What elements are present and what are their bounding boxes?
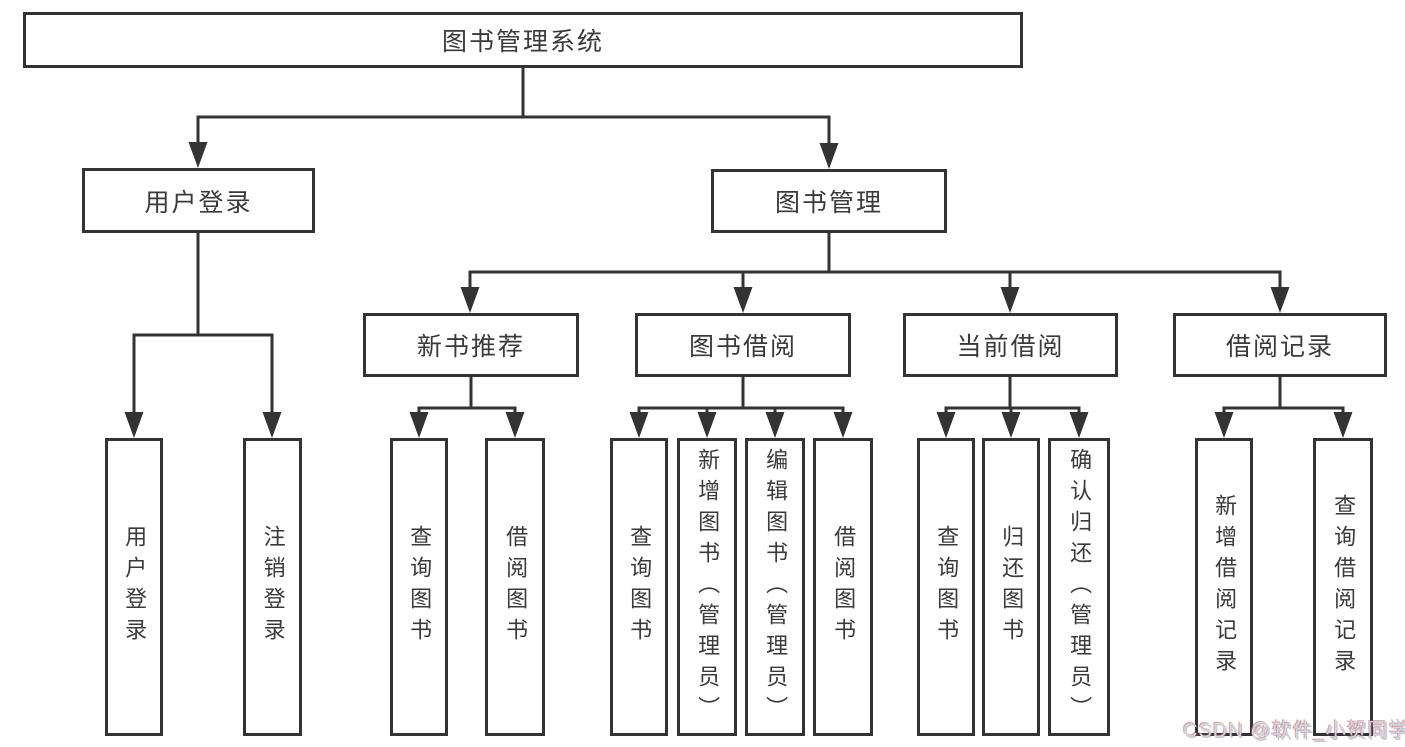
leaf-edit-books-admin: 编辑图书（管理员） (745, 438, 805, 736)
leaf-user-login-label: 用户登录 (122, 525, 148, 649)
leaf-query-books-borrow-label: 查询图书 (627, 525, 653, 649)
leaf-borrow-books-label: 借阅图书 (831, 525, 857, 649)
node-user-login: 用户登录 (82, 168, 315, 233)
leaf-return-books: 归还图书 (982, 438, 1040, 736)
leaf-borrow-books-recommend-label: 借阅图书 (503, 525, 529, 649)
leaf-logout-label: 注销登录 (260, 525, 286, 649)
node-borrow-records: 借阅记录 (1173, 313, 1387, 377)
leaf-query-books-recommend-label: 查询图书 (407, 525, 433, 649)
leaf-query-borrow-record: 查询借阅记录 (1313, 438, 1373, 736)
leaf-query-books-borrow: 查询图书 (610, 438, 668, 736)
leaf-confirm-return-admin-label: 确认归还（管理员） (1067, 447, 1093, 727)
arrowhead-icons (124, 142, 1353, 438)
leaf-user-login: 用户登录 (105, 438, 163, 736)
leaf-add-borrow-record: 新增借阅记录 (1195, 438, 1253, 736)
leaf-query-books-current: 查询图书 (917, 438, 975, 736)
leaf-edit-books-admin-label: 编辑图书（管理员） (763, 447, 789, 727)
leaf-confirm-return-admin: 确认归还（管理员） (1048, 438, 1110, 736)
leaf-return-books-label: 归还图书 (999, 525, 1025, 649)
node-current-borrow: 当前借阅 (903, 313, 1118, 377)
leaf-borrow-books: 借阅图书 (813, 438, 873, 736)
leaf-query-books-recommend: 查询图书 (390, 438, 448, 736)
csdn-watermark: CSDN @软件_小贺同学 (1183, 720, 1405, 742)
leaf-add-books-admin-label: 新增图书（管理员） (695, 447, 721, 727)
node-book-borrow: 图书借阅 (635, 313, 851, 377)
node-book-management: 图书管理 (711, 169, 947, 233)
leaf-query-borrow-record-label: 查询借阅记录 (1331, 494, 1357, 680)
leaf-add-books-admin: 新增图书（管理员） (677, 438, 737, 736)
leaf-borrow-books-recommend: 借阅图书 (485, 438, 545, 736)
leaf-logout: 注销登录 (243, 438, 302, 736)
node-library-management-system: 图书管理系统 (23, 12, 1023, 68)
node-new-book-recommend: 新书推荐 (363, 313, 579, 377)
leaf-add-borrow-record-label: 新增借阅记录 (1212, 494, 1238, 680)
leaf-query-books-current-label: 查询图书 (934, 525, 960, 649)
